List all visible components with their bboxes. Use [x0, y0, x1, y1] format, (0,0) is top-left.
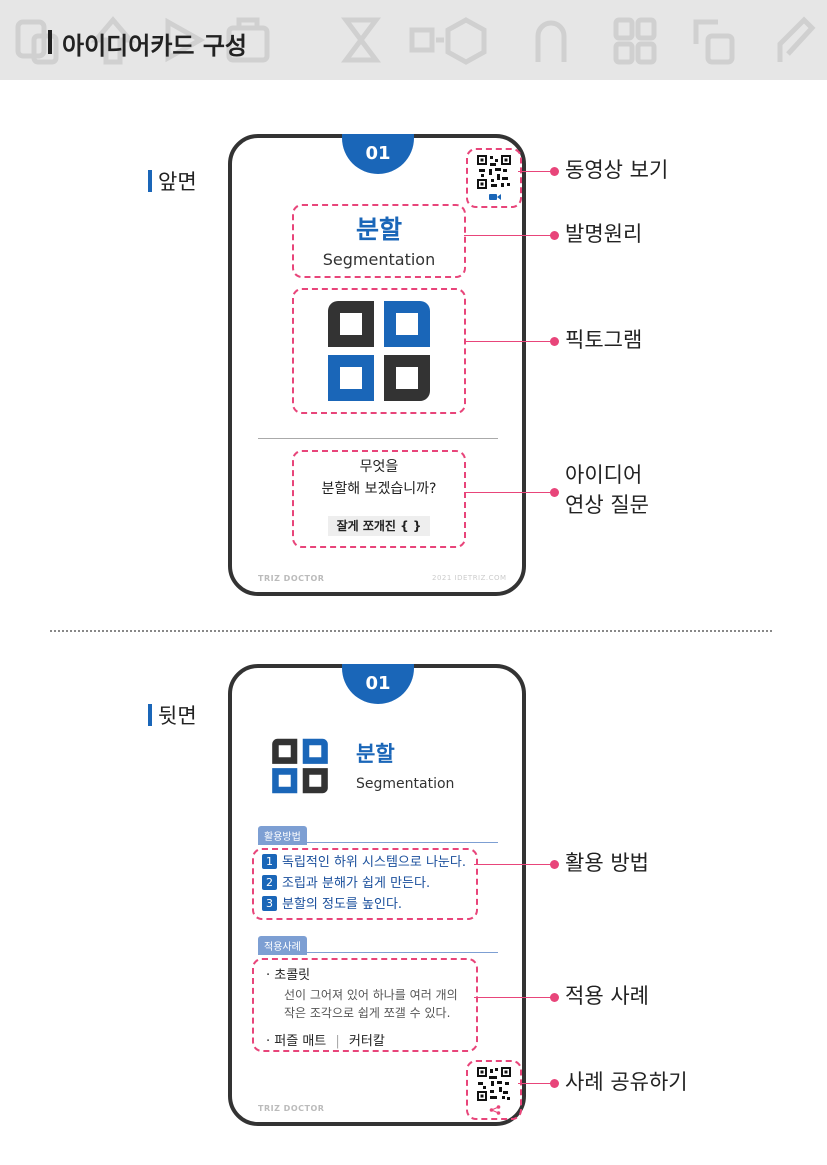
- page-header: 아이디어카드 구성: [0, 0, 827, 80]
- share-icon: [489, 1105, 501, 1115]
- example-title: · 초콜릿: [266, 968, 311, 983]
- bg-cube-icon: [408, 14, 488, 66]
- callout-howto: 활용 방법: [565, 851, 649, 875]
- front-section-bar: [148, 170, 152, 192]
- example-more: · 퍼즐 매트 | 커터칼: [266, 1030, 385, 1049]
- callout-line-howto: [474, 864, 554, 865]
- callout-line-principle: [464, 235, 554, 236]
- bg-arrow-up-icon: [90, 14, 136, 66]
- callout-examples: 적용 사례: [565, 984, 649, 1008]
- bg-play-icon: [160, 14, 206, 66]
- pictogram-segmentation-icon: [328, 301, 430, 401]
- bg-lock-icon: [528, 14, 574, 66]
- example-separator: |: [335, 1034, 340, 1049]
- front-question-frame: 무엇을 분할해 보겠습니까? 잘게 쪼개진 { }: [292, 450, 466, 548]
- example-desc-1: 선이 그어져 있어 하나를 여러 개의: [284, 988, 458, 1002]
- bg-grid-icon: [612, 14, 658, 66]
- callout-line-pictogram: [464, 341, 554, 342]
- example-desc-2: 작은 조각으로 쉽게 쪼갤 수 있다.: [284, 1006, 451, 1020]
- callout-line-video: [518, 171, 554, 172]
- back-card-number: 01: [342, 664, 414, 704]
- qr-code-icon: [477, 1067, 511, 1101]
- howto-rule: [258, 842, 498, 843]
- callout-dot-video: [550, 167, 559, 176]
- bg-frame-icon: [14, 14, 60, 66]
- example-tag: 적용사례: [258, 936, 307, 955]
- front-card-number: 01: [342, 134, 414, 174]
- callout-dot-examples: [550, 993, 559, 1002]
- example-rule: [258, 952, 498, 953]
- back-principle-en: Segmentation: [356, 776, 455, 792]
- front-divider: [258, 438, 498, 439]
- front-footer-brand: TRIZ DOCTOR: [258, 574, 325, 583]
- callout-question-line1: 아이디어: [565, 463, 643, 487]
- section-divider: [50, 630, 772, 632]
- front-pictogram-frame: [292, 288, 466, 414]
- bg-corner-icon: [690, 14, 736, 66]
- front-qr-frame[interactable]: [466, 148, 522, 208]
- callout-dot-principle: [550, 231, 559, 240]
- callout-pictogram: 픽토그램: [565, 328, 643, 352]
- qr-code-icon: [477, 155, 511, 189]
- example-frame: · 초콜릿 선이 그어져 있어 하나를 여러 개의 작은 조각으로 쉽게 쪼갤 …: [252, 958, 478, 1052]
- callout-line-examples: [474, 997, 554, 998]
- callout-share: 사례 공유하기: [565, 1070, 688, 1094]
- back-qr-frame[interactable]: [466, 1060, 522, 1120]
- callout-dot-question: [550, 488, 559, 497]
- front-principle-ko: 분할: [355, 215, 402, 244]
- callout-line-share: [518, 1083, 554, 1084]
- example-more-1: · 퍼즐 매트: [266, 1034, 327, 1049]
- example-more-2: 커터칼: [348, 1034, 385, 1049]
- callout-dot-share: [550, 1079, 559, 1088]
- front-footer-url: 2021 IDETRIZ.COM: [432, 574, 507, 582]
- callout-dot-pictogram: [550, 337, 559, 346]
- back-principle-ko: 분할: [356, 742, 395, 766]
- header-title-bar: [48, 30, 52, 54]
- callout-question-line2: 연상 질문: [565, 493, 649, 517]
- bg-hourglass-icon: [338, 14, 384, 66]
- page-title: 아이디어카드 구성: [62, 32, 247, 60]
- callout-video: 동영상 보기: [565, 158, 669, 182]
- back-section-bar: [148, 704, 152, 726]
- front-principle-en: Segmentation: [322, 250, 436, 269]
- front-question-line2: 분할해 보겠습니까?: [321, 481, 437, 497]
- back-footer-brand: TRIZ DOCTOR: [258, 1104, 325, 1113]
- bg-box-icon: [225, 14, 271, 66]
- callout-principle: 발명원리: [565, 222, 643, 246]
- front-hint: 잘게 쪼개진 { }: [328, 516, 430, 536]
- bg-brush-icon: [770, 14, 816, 66]
- callout-dot-howto: [550, 860, 559, 869]
- howto-tag: 활용방법: [258, 826, 307, 845]
- front-principle-frame: 분할 Segmentation: [292, 204, 466, 278]
- front-section-label: 앞면: [158, 170, 197, 194]
- pictogram-segmentation-icon-small: [272, 738, 328, 794]
- callout-line-question: [464, 492, 554, 493]
- front-question-line1: 무엇을: [359, 459, 399, 475]
- front-card: 01 분할 Segmentation: [228, 134, 526, 596]
- back-section-label: 뒷면: [158, 704, 197, 728]
- video-icon: [489, 194, 501, 200]
